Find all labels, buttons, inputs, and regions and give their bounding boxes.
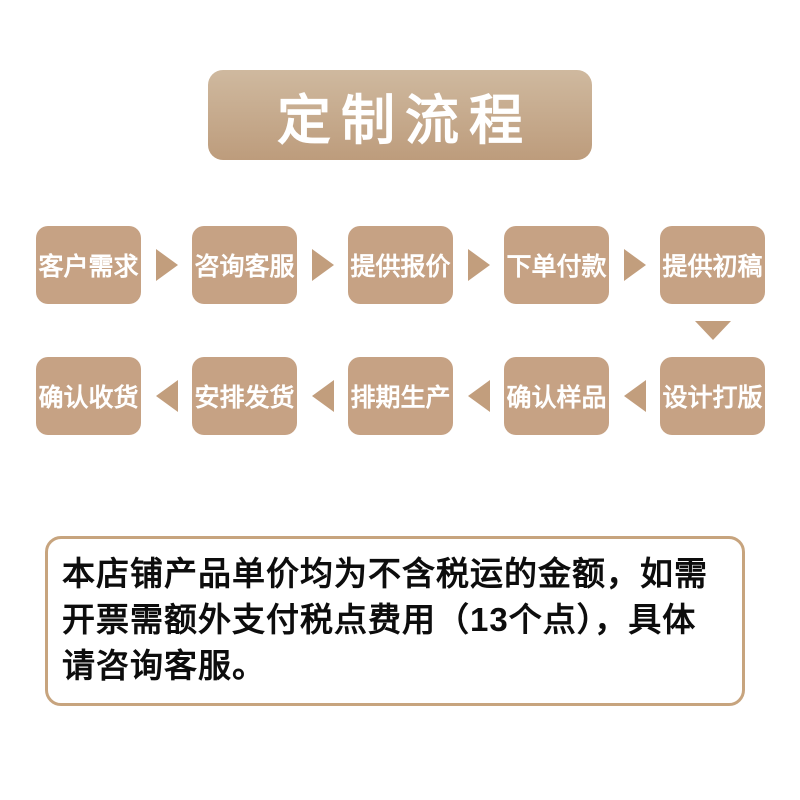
arrow-left-icon: [297, 357, 348, 435]
flow-step-design-proofing: 设计打版: [660, 357, 765, 435]
title-banner: 定制流程: [208, 70, 592, 160]
arrow-right-icon: [311, 249, 334, 281]
arrow-right-icon: [623, 249, 646, 281]
flow-step-confirm-receipt: 确认收货: [36, 357, 141, 435]
arrow-down-icon: [660, 304, 765, 357]
arrow-left-icon: [467, 380, 490, 412]
arrow-down-icon: [694, 321, 731, 340]
note-text-line: 本店铺产品单价均为不含税运的金额，如需: [62, 555, 708, 592]
note-text-line: 请咨询客服。: [62, 647, 266, 684]
flow-step-confirm-sample: 确认样品: [504, 357, 609, 435]
flow-step-consult-service: 咨询客服: [192, 226, 297, 304]
arrow-left-icon: [141, 357, 192, 435]
arrow-left-icon: [623, 380, 646, 412]
arrow-right-icon: [141, 226, 192, 304]
note-text-line: 开票需额外支付税点费用（13个点），具体: [62, 601, 697, 638]
flow-step-customer-needs: 客户需求: [36, 226, 141, 304]
flow-step-provide-quote: 提供报价: [348, 226, 453, 304]
arrow-left-icon: [311, 380, 334, 412]
page-title: 定制流程: [277, 90, 533, 151]
arrow-right-icon: [453, 226, 504, 304]
flow-step-arrange-shipping: 安排发货: [192, 357, 297, 435]
flow-diagram: 客户需求 咨询客服 提供报价 下单付款 提供初稿 确认收货 安排发货 排期生产 …: [0, 226, 800, 435]
arrow-right-icon: [609, 226, 660, 304]
arrow-left-icon: [155, 380, 178, 412]
flow-row-2: 确认收货 安排发货 排期生产 确认样品 设计打版: [36, 357, 800, 435]
flow-step-provide-draft: 提供初稿: [660, 226, 765, 304]
flow-step-schedule-production: 排期生产: [348, 357, 453, 435]
arrow-left-icon: [453, 357, 504, 435]
arrow-right-icon: [155, 249, 178, 281]
arrow-left-icon: [609, 357, 660, 435]
flow-step-place-order-pay: 下单付款: [504, 226, 609, 304]
arrow-right-icon: [467, 249, 490, 281]
flow-connector-row: [36, 304, 800, 357]
flow-row-1: 客户需求 咨询客服 提供报价 下单付款 提供初稿: [36, 226, 800, 304]
arrow-right-icon: [297, 226, 348, 304]
note-box: 本店铺产品单价均为不含税运的金额，如需 开票需额外支付税点费用（13个点），具体…: [45, 536, 745, 706]
